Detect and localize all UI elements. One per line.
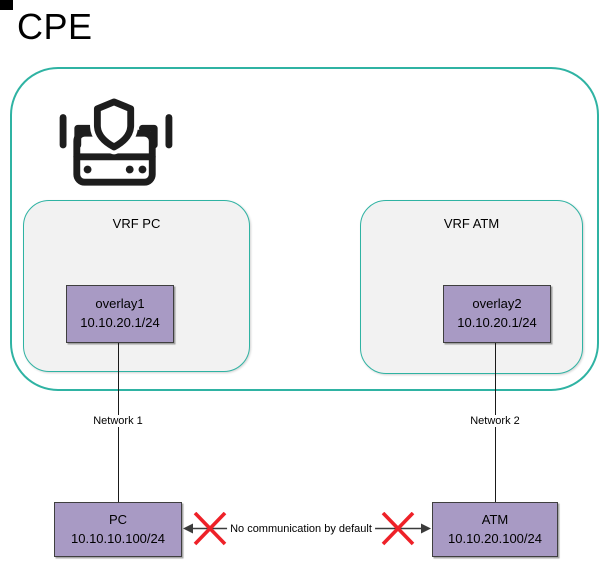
network2-label: Network 2 [467, 415, 523, 427]
network1-label: Network 1 [90, 415, 146, 427]
overlay2-ip: 10.10.20.1/24 [457, 315, 537, 330]
vrf-pc-box: VRF PC overlay1 10.10.20.1/24 [23, 200, 250, 372]
overlay1-ip: 10.10.20.1/24 [80, 315, 160, 330]
arrowhead-left-icon [183, 523, 193, 534]
shield-icon [93, 98, 135, 151]
vrf-atm-label: VRF ATM [443, 216, 500, 231]
atm-ip: 10.10.20.100/24 [448, 530, 542, 546]
page-title: CPE [17, 6, 93, 47]
arrowhead-right-icon [421, 523, 431, 534]
red-x-left-icon [193, 512, 227, 546]
overlay1-name: overlay1 [95, 296, 145, 312]
router-shield-icon [59, 96, 173, 186]
no-communication-label: No communication by default [227, 523, 375, 535]
overlay2-node: overlay2 10.10.20.1/24 [443, 285, 551, 343]
pc-ip: 10.10.10.100/24 [71, 530, 165, 546]
red-x-right-icon [381, 512, 415, 546]
atm-name: ATM [481, 511, 509, 527]
router-leds-icon [83, 165, 147, 174]
vrf-atm-box: VRF ATM overlay2 10.10.20.1/24 [360, 200, 583, 374]
overlay2-name: overlay2 [472, 296, 522, 312]
vrf-pc-label: VRF PC [112, 216, 161, 231]
pc-node: PC 10.10.10.100/24 [54, 502, 182, 557]
atm-node: ATM 10.10.20.100/24 [432, 502, 558, 557]
screen-corner-artifact [0, 0, 13, 10]
overlay1-node: overlay1 10.10.20.1/24 [66, 285, 174, 343]
pc-name: PC [108, 511, 128, 527]
